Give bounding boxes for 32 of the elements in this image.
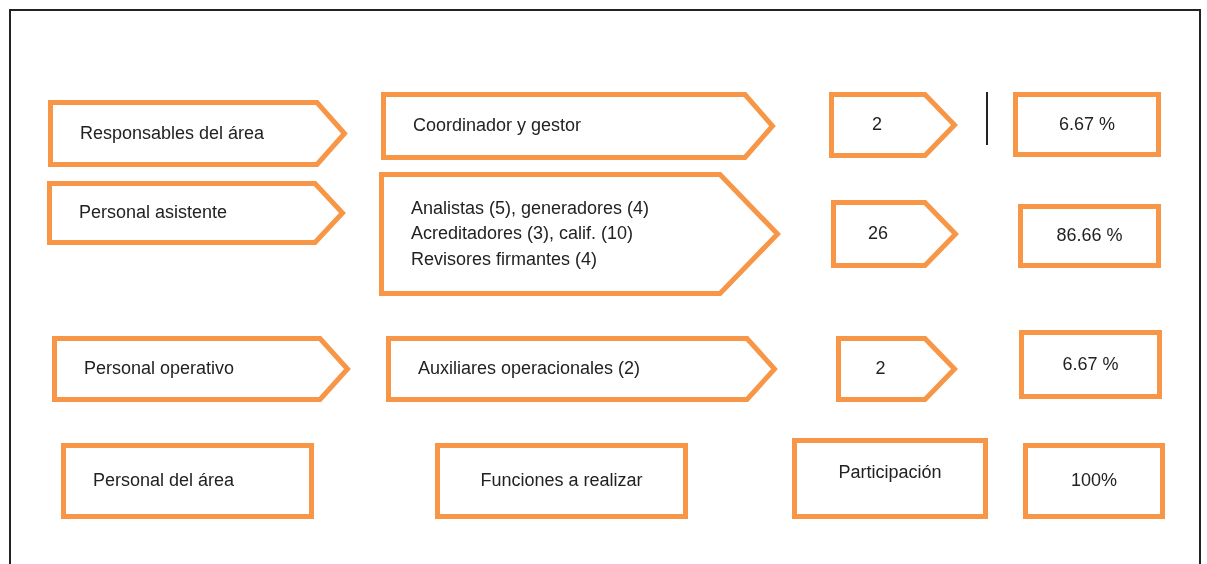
rectangle-box: [1013, 92, 1161, 157]
box-label: 6.67 %: [1058, 112, 1115, 136]
box-label: 2: [875, 357, 886, 381]
box-label: Responsables del área: [80, 121, 265, 145]
box-label: Participación: [838, 461, 942, 484]
box-label: Analistas (5), generadores (4) Acreditadores (3), calif. (10) Revisores firmantes (4): [411, 197, 651, 271]
box-label: 6.67 %: [1062, 352, 1119, 376]
rectangle-box: [792, 438, 988, 519]
rectangle-box: [1019, 330, 1162, 399]
box-label: Personal asistente: [79, 201, 228, 225]
box-label: Auxiliares operacionales (2): [418, 357, 641, 381]
arrow-box: [829, 92, 957, 158]
arrow-box: [836, 336, 957, 402]
arrow-box: [381, 92, 775, 160]
arrow-box: [379, 172, 780, 296]
box-label: 2: [872, 113, 882, 137]
box-label: 100%: [1070, 469, 1117, 493]
box-label: 26: [868, 222, 888, 246]
rectangle-box: [435, 443, 688, 519]
rectangle-box: [1018, 204, 1161, 268]
rectangle-box: [1023, 443, 1165, 519]
box-label: 86.66 %: [1056, 224, 1123, 248]
box-label: Funciones a realizar: [480, 469, 643, 493]
rectangle-box: [61, 443, 314, 519]
arrow-box: [48, 100, 347, 167]
box-label: Coordinador y gestor: [413, 114, 582, 138]
arrow-box: [52, 336, 350, 402]
arrow-box: [831, 200, 958, 268]
arrow-box: [386, 336, 777, 402]
arrow-box: [47, 181, 345, 245]
box-label: Personal del área: [93, 469, 235, 493]
box-label: Personal operativo: [84, 357, 235, 381]
